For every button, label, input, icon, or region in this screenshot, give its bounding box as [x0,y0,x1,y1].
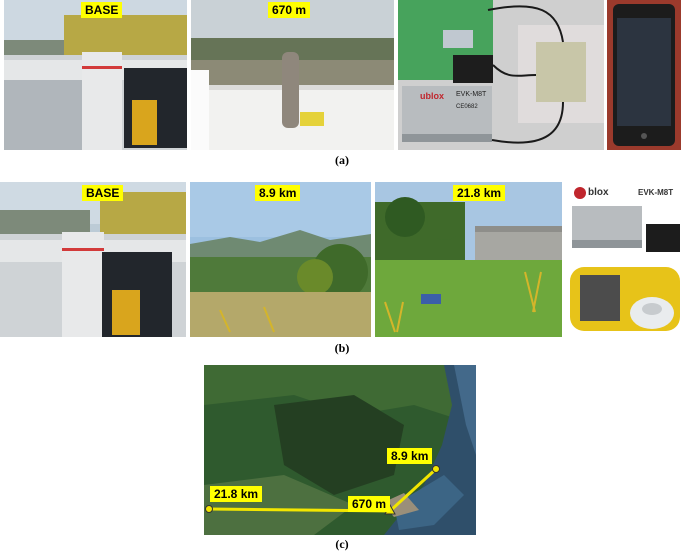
device-text-evk: EVK-M8T [456,91,487,98]
device-text-ce: CE0682 [456,104,478,110]
photo-receiver-hardware: ublox EVK-M8T CE0682 [398,0,604,150]
map-label-670m: 670 m [348,496,391,512]
caption-c: (c) [335,537,349,551]
distance-label-670m: 670 m [268,2,311,18]
photo-balcony-670m: 670 m [191,0,394,150]
device-text-evk: EVK-M8T [638,188,674,197]
photo-trimble-receiver [566,261,684,337]
photo-rooftop-base-a: BASE [4,0,187,150]
caption-b: (b) [334,341,350,355]
device-text-ublox: ublox [420,91,444,101]
photo-phone [607,0,681,150]
map-label-21-8km: 21.8 km [210,486,263,502]
photo-ublox-device: blox EVK-M8T [566,182,684,259]
base-label: BASE [81,2,123,18]
photo-rooftop-base-b: BASE [0,182,186,337]
distance-label-8-9km: 8.9 km [255,185,301,201]
map-label-8-9km: 8.9 km [387,448,433,464]
distance-label-21-8km: 21.8 km [453,185,506,201]
caption-a: (a) [335,153,349,167]
photo-field-21-8km: 21.8 km [375,182,562,337]
photo-hillside-8-9km: 8.9 km [190,182,371,337]
device-text-ublox: blox [588,187,609,198]
satellite-map: 8.9 km 21.8 km 670 m [204,365,476,535]
base-label: BASE [82,185,124,201]
